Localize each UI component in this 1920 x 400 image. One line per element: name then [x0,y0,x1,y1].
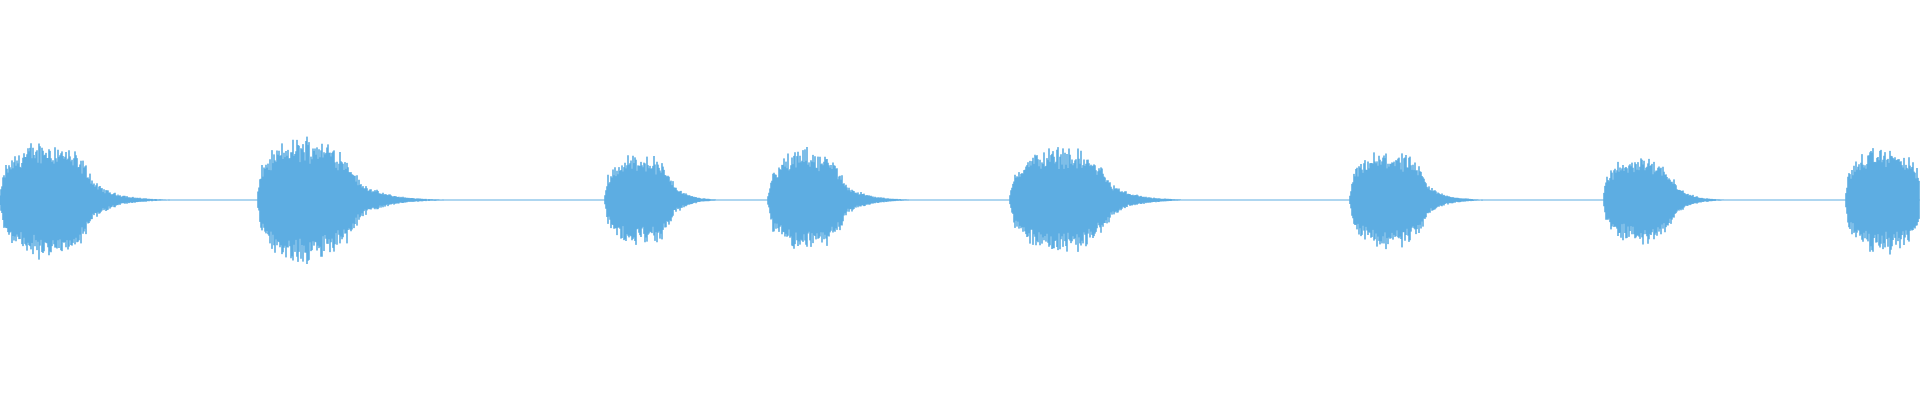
waveform-burst-8 [1845,148,1920,255]
waveform-burst-7 [1603,158,1731,245]
waveform-burst-3 [604,155,725,245]
waveform-burst-4 [767,147,922,249]
waveform-burst-2 [257,136,455,264]
waveform-burst-6 [1349,152,1495,250]
waveform-bursts [0,136,1920,264]
waveform-burst-1 [0,143,180,260]
waveform-burst-5 [1009,147,1198,252]
